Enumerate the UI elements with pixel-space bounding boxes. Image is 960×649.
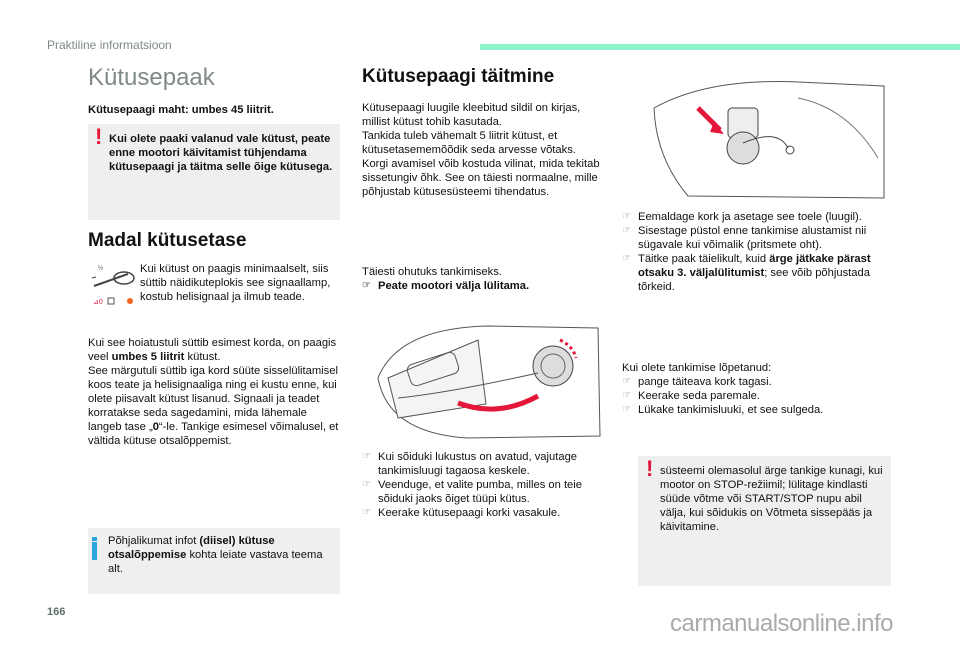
opening-steps: Kui sõiduki lukustus on avatud, vajutage… xyxy=(362,450,612,520)
text-bold: (diisel) kütuse otsalõppemise xyxy=(108,535,275,561)
list-item: Keerake kütusepaagi korki vasakule. xyxy=(362,506,612,520)
safety-list: Peate mootori välja lülitama. xyxy=(362,279,610,293)
list-item: Peate mootori välja lülitama. xyxy=(362,279,610,293)
text: Täitke paak täielikult, kuid xyxy=(638,253,770,265)
list-item: Lükake tankimisluuki, et see sulgeda. xyxy=(622,403,892,417)
fuel-cap-open-illustration xyxy=(377,325,601,439)
low-fuel-text: Kui kütust on paagis minimaalselt, siis … xyxy=(140,263,331,303)
watermark: carmanualsonline.info xyxy=(670,610,893,637)
warning-icon: ! xyxy=(646,456,654,481)
fuel-gauge-icon: ½ ⊿0 xyxy=(91,265,135,306)
page-title: Kütusepaak xyxy=(88,64,215,91)
text: See märgutuli süttib iga kord süüte siss… xyxy=(88,365,338,433)
info-text: Põhjalikumat infot (diisel) kütuse otsal… xyxy=(108,534,333,576)
svg-text:⊿0: ⊿0 xyxy=(93,299,103,306)
text-bold: umbes 5 liitrit xyxy=(111,351,185,363)
page-number: 166 xyxy=(47,606,66,618)
text: kütust. xyxy=(184,351,221,363)
text-bold: 0 xyxy=(152,421,159,433)
header-accent-bar xyxy=(480,44,960,50)
list-item: Sisestage püstol enne tankimise alustami… xyxy=(622,224,892,252)
text: “-le. Tankige esimesel võimalusel, et vä… xyxy=(88,421,339,447)
section-header: Praktiline informatsioon xyxy=(47,38,172,52)
stop-start-warning-box: ! süsteemi olemasolul ärge tankige kunag… xyxy=(638,456,891,586)
low-fuel-heading: Madal kütusetase xyxy=(88,230,247,251)
svg-text:½: ½ xyxy=(98,265,103,272)
info-icon xyxy=(92,537,97,560)
list-item: Kui sõiduki lukustus on avatud, vajutage… xyxy=(362,450,612,478)
text: Põhjalikumat infot xyxy=(108,535,200,547)
warning-box: ! Kui olete paaki valanud vale kütust, p… xyxy=(88,124,340,220)
refuel-steps: Eemaldage kork ja asetage see toele (luu… xyxy=(622,210,892,294)
low-fuel-details: Kui see hoiatustuli süttib esimest korda… xyxy=(88,336,343,448)
list-item: Veenduge, et valite pumba, milles on tei… xyxy=(362,478,612,506)
refuel-heading: Kütusepaagi täitmine xyxy=(362,66,555,87)
capacity-text: Kütusepaagi maht: umbes 45 liitrit. xyxy=(88,104,274,116)
safety-text: Täiesti ohutuks tankimiseks. xyxy=(362,266,502,278)
info-box: Põhjalikumat infot (diisel) kütuse otsal… xyxy=(88,528,340,594)
fuel-cap-removed-illustration xyxy=(653,81,885,199)
refuel-intro: Kütusepaagi luugile kleebitud sildil on … xyxy=(362,102,600,198)
text: kohta leiate vastava teema alt. xyxy=(108,549,323,575)
list-item: Täitke paak täielikult, kuid ärge jätkak… xyxy=(622,252,892,294)
finish-steps: pange täiteava kork tagasi. Keerake seda… xyxy=(622,375,892,417)
list-item: pange täiteava kork tagasi. xyxy=(622,375,892,389)
text: Kui see hoiatustuli süttib esimest korda… xyxy=(88,337,337,363)
finish-intro: Kui olete tankimise lõpetanud: xyxy=(622,362,772,374)
list-item: Eemaldage kork ja asetage see toele (luu… xyxy=(622,210,892,224)
warning-icon: ! xyxy=(95,124,103,149)
warning-text: Kui olete paaki valanud vale kütust, pea… xyxy=(109,133,333,173)
list-item: Keerake seda paremale. xyxy=(622,389,892,403)
warning-text: süsteemi olemasolul ärge tankige kunagi,… xyxy=(660,465,883,533)
text: ; see võib põhjustada tõrkeid. xyxy=(638,267,870,293)
text-bold: ärge jätkake pärast otsaku 3. väljalülit… xyxy=(638,253,871,279)
